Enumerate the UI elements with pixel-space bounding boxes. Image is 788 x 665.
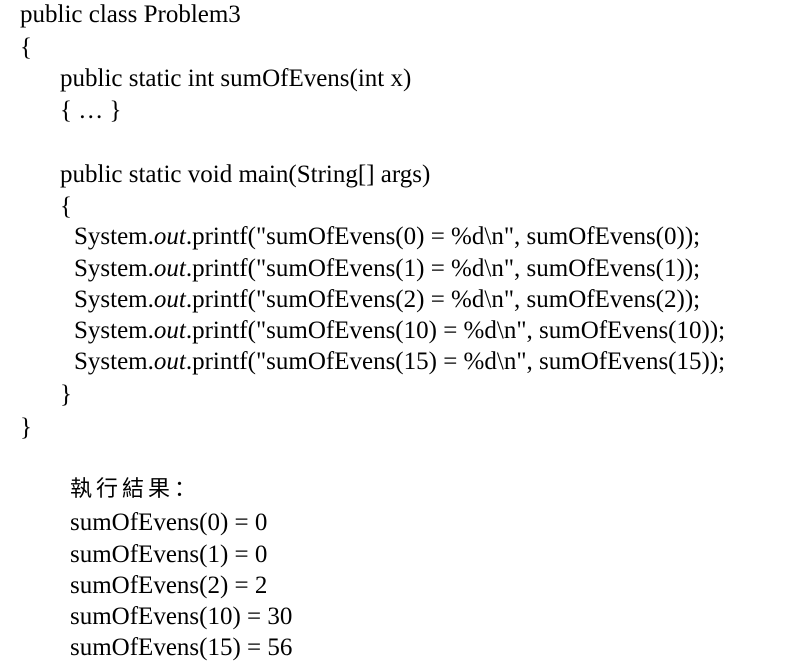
- method-declaration: public static int sumOfEvens(int x): [60, 65, 412, 92]
- print-out: out: [153, 223, 186, 250]
- print-prefix: System.: [74, 348, 154, 375]
- print-suffix: .printf("sumOfEvens(10) = %d\n", sumOfEv…: [185, 317, 726, 344]
- print-suffix: .printf("sumOfEvens(2) = %d\n", sumOfEve…: [185, 286, 701, 313]
- print-prefix: System.: [74, 317, 154, 344]
- print-statement: System.out.printf("sumOfEvens(1) = %d\n"…: [74, 254, 700, 284]
- output-line: sumOfEvens(2) = 2: [70, 572, 268, 599]
- output-line: sumOfEvens(15) = 56: [70, 634, 293, 661]
- print-out: out: [153, 286, 186, 313]
- main-declaration: public static void main(String[] args): [60, 161, 431, 188]
- output-line: sumOfEvens(0) = 0: [70, 509, 268, 536]
- method-body: { … }: [60, 97, 122, 124]
- main-open-brace: {: [60, 193, 72, 220]
- print-suffix: .printf("sumOfEvens(15) = %d\n", sumOfEv…: [185, 348, 726, 375]
- output-line: sumOfEvens(1) = 0: [70, 541, 268, 568]
- class-close-brace: }: [20, 414, 32, 441]
- print-statement: System.out.printf("sumOfEvens(0) = %d\n"…: [74, 222, 700, 252]
- print-statement: System.out.printf("sumOfEvens(2) = %d\n"…: [74, 285, 700, 315]
- print-statement: System.out.printf("sumOfEvens(15) = %d\n…: [74, 347, 725, 377]
- print-out: out: [153, 348, 186, 375]
- output-heading: 執行結果：: [70, 477, 201, 502]
- output-line: sumOfEvens(10) = 30: [70, 603, 293, 630]
- print-prefix: System.: [74, 286, 154, 313]
- class-declaration: public class Problem3: [20, 1, 241, 28]
- print-prefix: System.: [74, 255, 154, 282]
- print-out: out: [153, 317, 186, 344]
- print-statement: System.out.printf("sumOfEvens(10) = %d\n…: [74, 316, 725, 346]
- class-open-brace: {: [20, 34, 32, 61]
- print-suffix: .printf("sumOfEvens(1) = %d\n", sumOfEve…: [185, 255, 701, 282]
- print-suffix: .printf("sumOfEvens(0) = %d\n", sumOfEve…: [185, 223, 701, 250]
- print-out: out: [153, 255, 186, 282]
- main-close-brace: }: [60, 381, 72, 408]
- print-prefix: System.: [74, 223, 154, 250]
